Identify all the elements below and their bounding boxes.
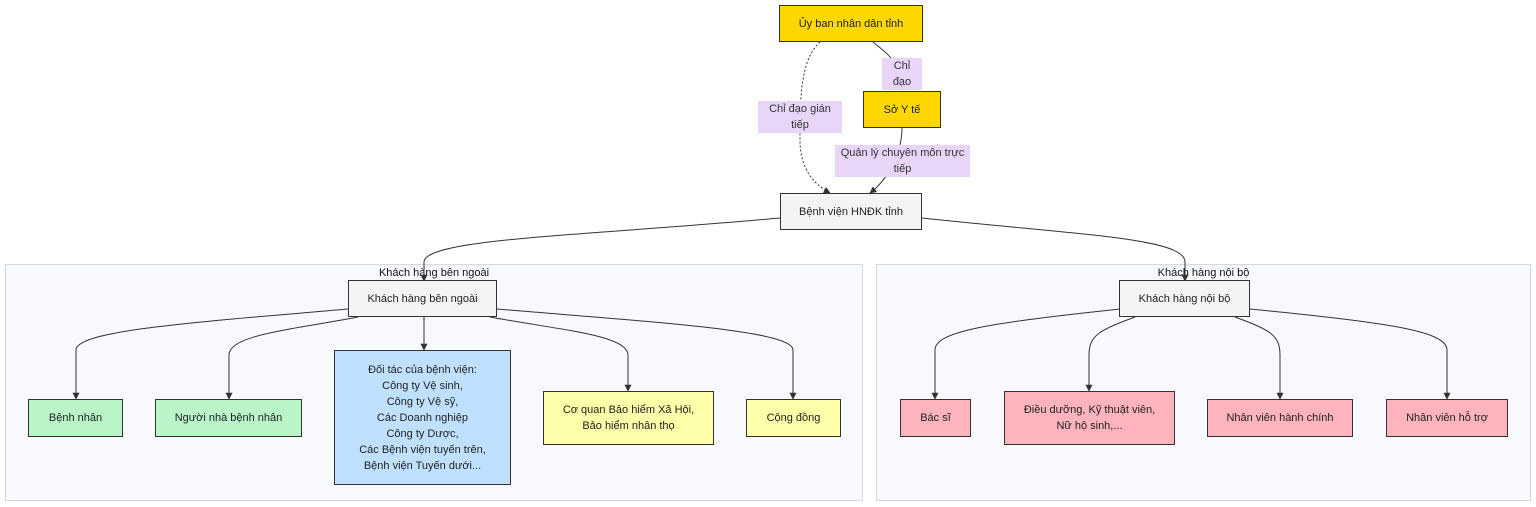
node-benhnhan: Bệnh nhân [28,399,123,437]
edge-benhvien-khngoai [420,217,781,282]
node-nguoinha: Người nhà bệnh nhân [155,399,302,437]
node-congdong: Cộng đồng [746,399,841,437]
node-kh-ngoai: Khách hàng bên ngoài [348,280,497,317]
node-bacsi: Bác sĩ [900,399,971,437]
node-hotro: Nhân viên hỗ trợ [1386,399,1508,437]
edge-khngoai-nguoinha [225,316,359,400]
node-soyte: Sở Y tế [863,91,941,128]
edge-khnoi-bacsi [931,308,1121,400]
node-kh-noi: Khách hàng nội bộ [1119,280,1250,317]
edge-khngoai-benhnhan [72,308,349,400]
node-dieuduong: Điều dưỡng, Kỹ thuật viên, Nữ hộ sinh,..… [1004,391,1175,445]
edge-khnoi-hotro [1249,308,1451,400]
edge-benhvien-khnoi [921,217,1189,282]
node-doitac: Đối tác của bệnh viện: Công ty Vệ sinh, … [334,350,511,485]
edge-ubnd-benhvien-indirect [799,41,831,194]
edge-label-quanly: Quản lý chuyên môn trực tiếp [835,145,970,177]
edge-label-chidao-giantiep: Chỉ đạo gián tiếp [758,101,842,133]
node-hanhchinh: Nhân viên hành chính [1207,399,1353,437]
edge-khngoai-congdong [496,308,797,400]
edge-khnoi-hanhchinh [1234,316,1284,400]
edge-khnoi-dieuduong [1085,316,1136,392]
edge-khngoai-baohiem [489,316,632,392]
node-baohiem: Cơ quan Bảo hiểm Xã Hội, Bảo hiểm nhân t… [543,391,714,445]
cluster-title-internal: Khách hàng nội bộ [1157,267,1250,279]
edge-label-chidao: Chỉ đạo [882,58,922,90]
cluster-title-external: Khách hàng bên ngoài [378,267,490,279]
node-benhvien: Bệnh viện HNĐK tỉnh [780,193,922,230]
node-ubnd: Ủy ban nhân dân tỉnh [779,5,923,42]
